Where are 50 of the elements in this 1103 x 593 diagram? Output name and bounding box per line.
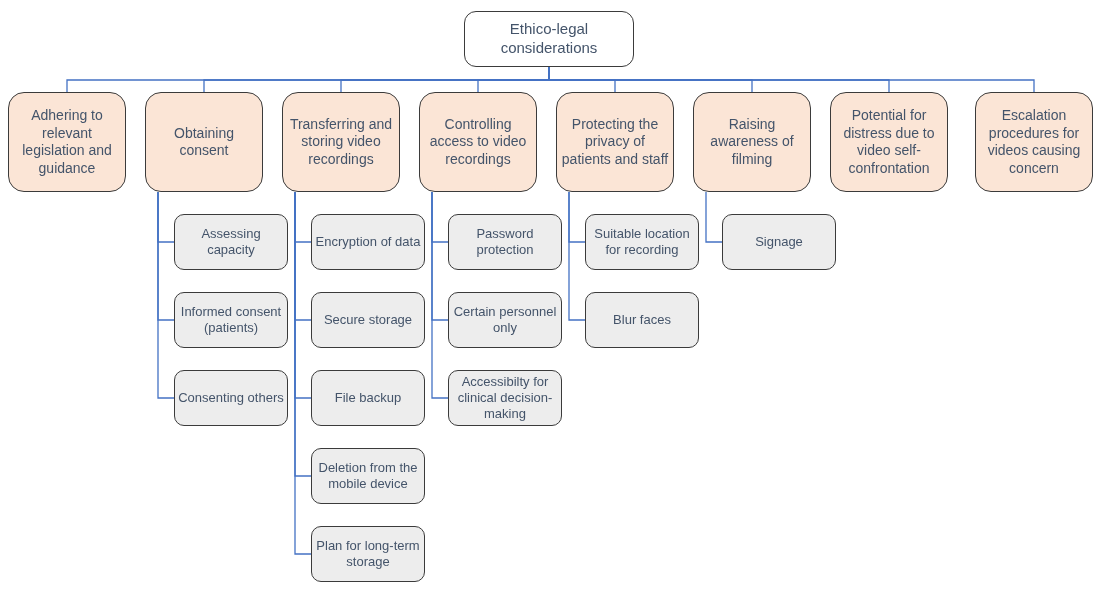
category-box bbox=[8, 92, 126, 192]
item-box bbox=[311, 448, 425, 504]
connector-line bbox=[705, 191, 723, 243]
node-label: Escalation procedures for videos causing concern bbox=[986, 107, 1082, 177]
node-label: Plan for long-term storage bbox=[315, 537, 421, 571]
node-label: Informed consent (patients) bbox=[179, 303, 283, 337]
connector-line bbox=[157, 191, 175, 399]
item-box bbox=[311, 370, 425, 426]
item-box bbox=[585, 292, 699, 348]
item-box bbox=[311, 292, 425, 348]
node-label: Deletion from the mobile device bbox=[317, 459, 419, 493]
node-label: Signage bbox=[755, 233, 803, 251]
item-box bbox=[311, 214, 425, 270]
node-label: Suitable location for recording bbox=[593, 225, 691, 259]
category-box bbox=[693, 92, 811, 192]
node-label: Encryption of data bbox=[315, 233, 421, 251]
node-label: Potential for distress due to video self-confrontation bbox=[842, 107, 936, 177]
category-box bbox=[282, 92, 400, 192]
node-label: Accessibilty for clinical decision-making bbox=[456, 373, 554, 423]
node-label: File backup bbox=[334, 389, 402, 407]
item-box bbox=[174, 370, 288, 426]
item-box bbox=[174, 214, 288, 270]
category-box bbox=[830, 92, 948, 192]
item-box bbox=[174, 292, 288, 348]
item-box bbox=[585, 214, 699, 270]
category-box bbox=[556, 92, 674, 192]
node-label: Adhering to relevant legislation and guidance bbox=[21, 107, 113, 177]
node-label: Obtaining consent bbox=[173, 124, 235, 160]
node-label: Assessing capacity bbox=[200, 225, 262, 259]
node-label: Protecting the privacy of patients and staff bbox=[560, 115, 670, 169]
root-box bbox=[464, 11, 634, 67]
category-box bbox=[419, 92, 537, 192]
connector-line bbox=[431, 191, 449, 399]
node-label: Raising awareness of filming bbox=[709, 115, 795, 169]
node-label: Password protection bbox=[475, 225, 535, 259]
item-box bbox=[722, 214, 836, 270]
node-label: Transferring and storing video recordings bbox=[288, 115, 394, 169]
node-label: Controlling access to video recordings bbox=[428, 115, 528, 169]
connector-line bbox=[568, 191, 586, 321]
category-box bbox=[145, 92, 263, 192]
node-label: Consenting others bbox=[178, 389, 284, 407]
item-box bbox=[311, 526, 425, 582]
node-label: Secure storage bbox=[323, 311, 413, 329]
item-box bbox=[448, 214, 562, 270]
item-box bbox=[448, 370, 562, 426]
node-label: Certain personnel only bbox=[452, 303, 558, 337]
item-box bbox=[448, 292, 562, 348]
category-box bbox=[975, 92, 1093, 192]
node-label: Ethico-legal considerations bbox=[499, 20, 599, 58]
node-label: Blur faces bbox=[613, 311, 671, 329]
